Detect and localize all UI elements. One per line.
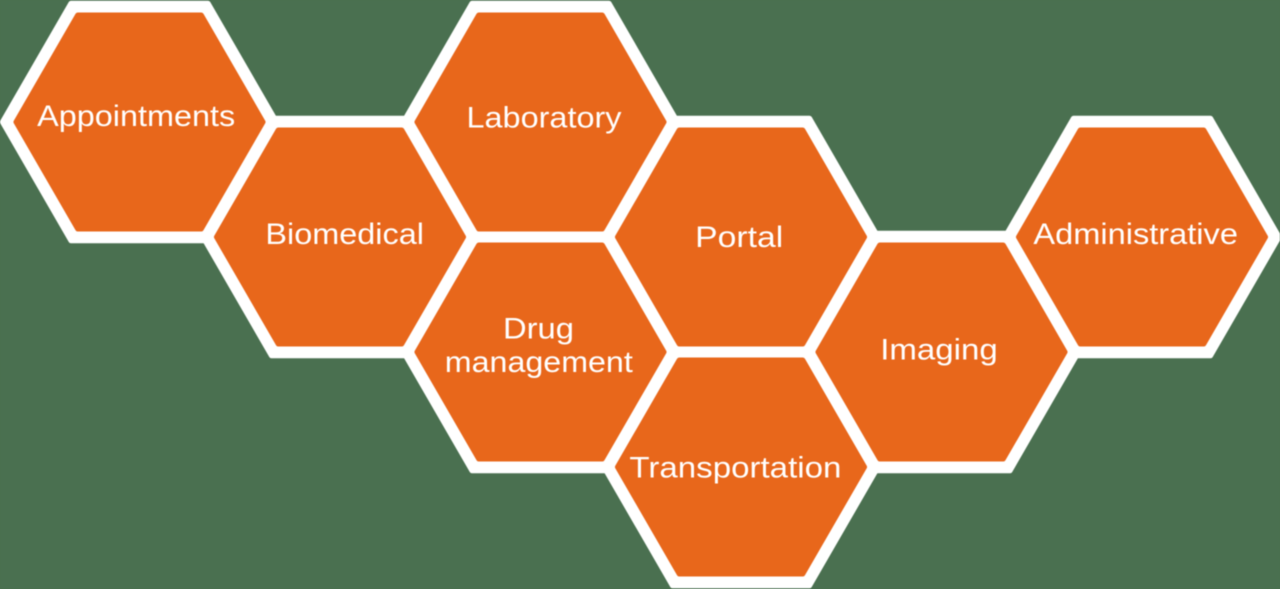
svg-text:Biomedical: Biomedical bbox=[265, 218, 424, 251]
svg-text:Transportation: Transportation bbox=[629, 452, 841, 485]
svg-text:Imaging: Imaging bbox=[880, 334, 998, 367]
svg-text:Laboratory: Laboratory bbox=[467, 102, 622, 135]
svg-text:management: management bbox=[445, 346, 634, 379]
svg-text:Portal: Portal bbox=[695, 221, 783, 254]
svg-text:Appointments: Appointments bbox=[37, 100, 235, 133]
svg-text:Drug: Drug bbox=[503, 313, 574, 346]
svg-text:Administrative: Administrative bbox=[1033, 218, 1238, 251]
